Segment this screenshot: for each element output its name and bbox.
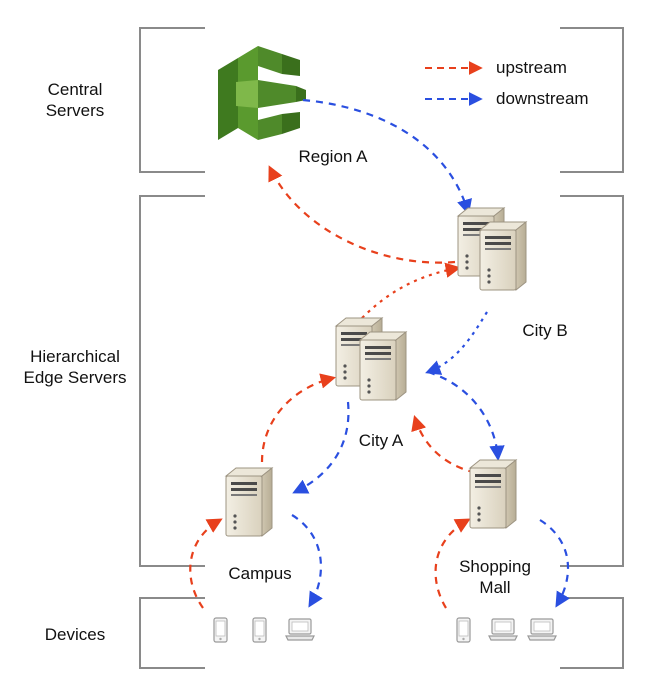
mall-devices	[456, 617, 557, 643]
laptop-icon	[488, 618, 518, 641]
laptop-icon	[527, 618, 557, 641]
server-campus-icon	[225, 467, 273, 537]
campus-devices	[213, 617, 315, 643]
phone-icon	[252, 617, 267, 643]
server-mall-icon	[469, 459, 517, 529]
laptop-icon	[285, 618, 315, 641]
arrow-cityb-to-citya	[425, 311, 488, 375]
central-tier-bracket	[139, 27, 624, 173]
arrow-campus-to-citya	[260, 373, 336, 463]
node-label-shopping-mall: Shopping Mall	[459, 557, 531, 597]
server-citya-icon	[335, 317, 407, 401]
node-label-city-b: City B	[522, 321, 568, 340]
phone-icon	[213, 617, 228, 643]
connections	[189, 98, 570, 609]
legend-downstream-label: downstream	[496, 89, 589, 108]
arrow-citya-to-campus	[292, 401, 350, 494]
tier-label-central: Central Servers	[45, 80, 105, 120]
phone-icon	[456, 617, 471, 643]
node-label-region-a: Region A	[298, 147, 368, 166]
arrow-cityb-to-region	[268, 165, 456, 264]
edge-tier-bracket	[139, 195, 624, 567]
arrow-citya-to-cityb	[361, 262, 462, 319]
tier-label-edge: Hierarchical Edge Servers	[23, 347, 127, 387]
server-cityb-icon	[457, 207, 527, 291]
arrow-citya-to-mall	[427, 370, 505, 462]
legend-upstream-label: upstream	[496, 58, 567, 77]
aws-region-icon	[218, 46, 306, 140]
arrow-campus-to-devices	[291, 514, 323, 608]
devices-tier-bracket	[139, 597, 624, 669]
tier-label-devices: Devices	[44, 625, 106, 644]
arrow-region-to-cityb	[302, 98, 472, 215]
node-label-campus: Campus	[228, 564, 292, 583]
arrow-mall-to-devices	[539, 519, 570, 608]
node-label-city-a: City A	[358, 431, 404, 450]
